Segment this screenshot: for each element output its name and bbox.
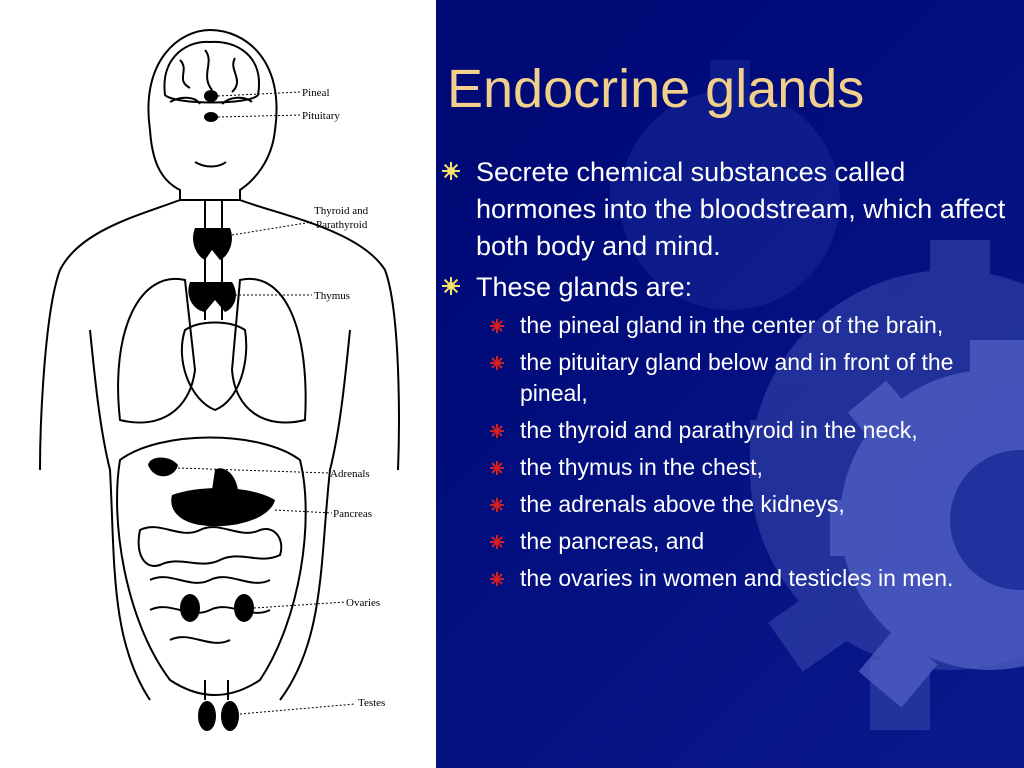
sub-bullet-text: the adrenals above the kidneys, [520,491,845,517]
left-ovary [180,594,200,622]
pineal-gland [204,90,218,102]
bullet-item: Secrete chemical substances called hormo… [440,154,1020,265]
sub-bullet-icon [490,319,504,333]
endocrine-anatomy-figure: Pineal Pituitary Thyroid and Parathyroid… [0,0,436,768]
label-thyroid-line1: Thyroid and [314,205,369,217]
sub-bullet-text: the pituitary gland below and in front o… [520,349,954,406]
sub-bullet-text: the pineal gland in the center of the br… [520,312,944,338]
label-ovaries: Ovaries [346,597,380,609]
sub-bullet-item: the pituitary gland below and in front o… [440,347,1020,409]
label-testes: Testes [358,697,385,709]
thymus-gland [188,282,236,312]
label-pancreas: Pancreas [333,508,372,520]
label-thyroid-line2: Parathyroid [316,219,368,231]
gear-decoration [610,60,1024,730]
label-pituitary: Pituitary [302,110,340,122]
sunburst-bullet-icon [442,162,460,180]
pituitary-gland [204,112,218,122]
sub-bullet-item: the adrenals above the kidneys, [440,489,1020,520]
sub-bullet-item: the thymus in the chest, [440,452,1020,483]
sub-bullet-icon [490,535,504,549]
left-testis [198,701,216,731]
sub-bullet-text: the thymus in the chest, [520,454,763,480]
label-adrenals: Adrenals [330,468,370,480]
left-adrenal [148,457,178,477]
sub-bullet-icon [490,461,504,475]
thyroid-gland [193,228,232,260]
bullet-item: These glands are: [440,269,1020,306]
sub-bullet-icon [490,356,504,370]
sub-bullet-text: the pancreas, and [520,528,705,554]
sub-bullet-text: the ovaries in women and testicles in me… [520,565,954,591]
sub-bullet-item: the ovaries in women and testicles in me… [440,563,1020,594]
right-ovary [234,594,254,622]
right-testis [221,701,239,731]
sub-bullet-text: the thyroid and parathyroid in the neck, [520,417,918,443]
anatomy-diagram: Pineal Pituitary Thyroid and Parathyroid… [39,28,400,731]
sub-bullet-icon [490,424,504,438]
bullet-text: Secrete chemical substances called hormo… [476,157,1006,261]
slide-content: Secrete chemical substances called hormo… [440,154,1020,600]
label-pineal: Pineal [302,87,330,99]
sub-bullet-item: the pancreas, and [440,526,1020,557]
right-adrenal [212,468,238,490]
pancreas [171,488,275,527]
label-thymus: Thymus [314,290,350,302]
sub-bullet-icon [490,498,504,512]
sub-bullet-item: the thyroid and parathyroid in the neck, [440,415,1020,446]
sub-bullet-item: the pineal gland in the center of the br… [440,310,1020,341]
sunburst-bullet-icon [442,277,460,295]
sub-bullet-icon [490,572,504,586]
slide-title: Endocrine glands [447,59,865,119]
bullet-text: These glands are: [476,272,693,302]
